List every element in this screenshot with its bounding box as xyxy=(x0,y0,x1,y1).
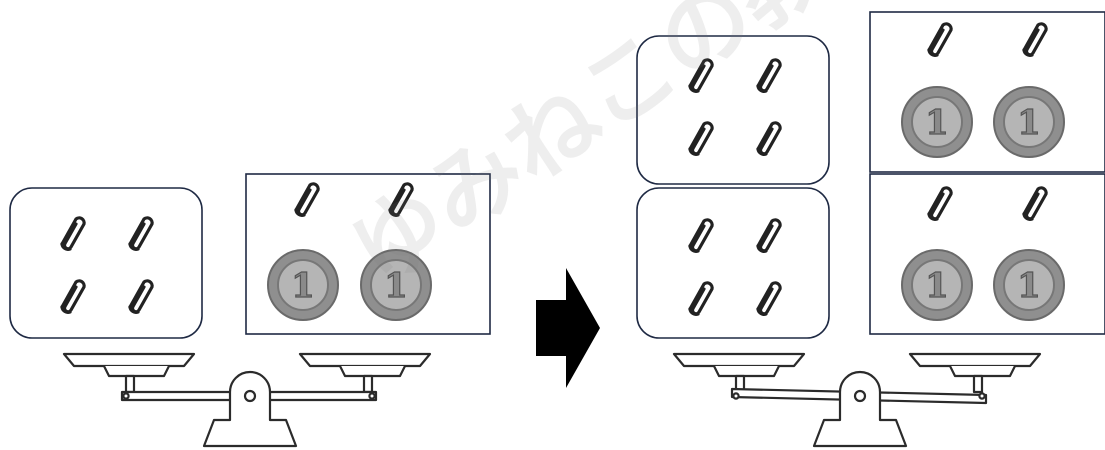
balance-scale-icon xyxy=(62,352,432,448)
pan-box xyxy=(869,173,1105,335)
left-scale-left-pan-box xyxy=(9,187,203,339)
right-scale-left-pan-box-top xyxy=(636,35,830,185)
coin-label: 1 xyxy=(1017,266,1041,306)
one-yen-coin-icon: 1 xyxy=(993,86,1065,158)
right-balance-scale xyxy=(672,352,1042,448)
pan-box xyxy=(869,11,1105,173)
pan-box xyxy=(636,35,830,185)
coin-label: 1 xyxy=(925,103,949,143)
pan-box xyxy=(636,187,830,339)
left-balance-scale xyxy=(62,352,432,448)
pan-box xyxy=(9,187,203,339)
balance-scale-icon xyxy=(672,352,1042,448)
one-yen-coin-icon: 1 xyxy=(901,249,973,321)
one-yen-coin-icon: 1 xyxy=(360,249,432,321)
right-arrow-icon xyxy=(536,268,600,388)
coin-label: 1 xyxy=(384,266,408,306)
one-yen-coin-icon: 1 xyxy=(993,249,1065,321)
coin-label: 1 xyxy=(1017,103,1041,143)
coin-label: 1 xyxy=(925,266,949,306)
one-yen-coin-icon: 1 xyxy=(267,249,339,321)
right-scale-left-pan-box-bottom xyxy=(636,187,830,339)
one-yen-coin-icon: 1 xyxy=(901,86,973,158)
coin-label: 1 xyxy=(291,266,315,306)
